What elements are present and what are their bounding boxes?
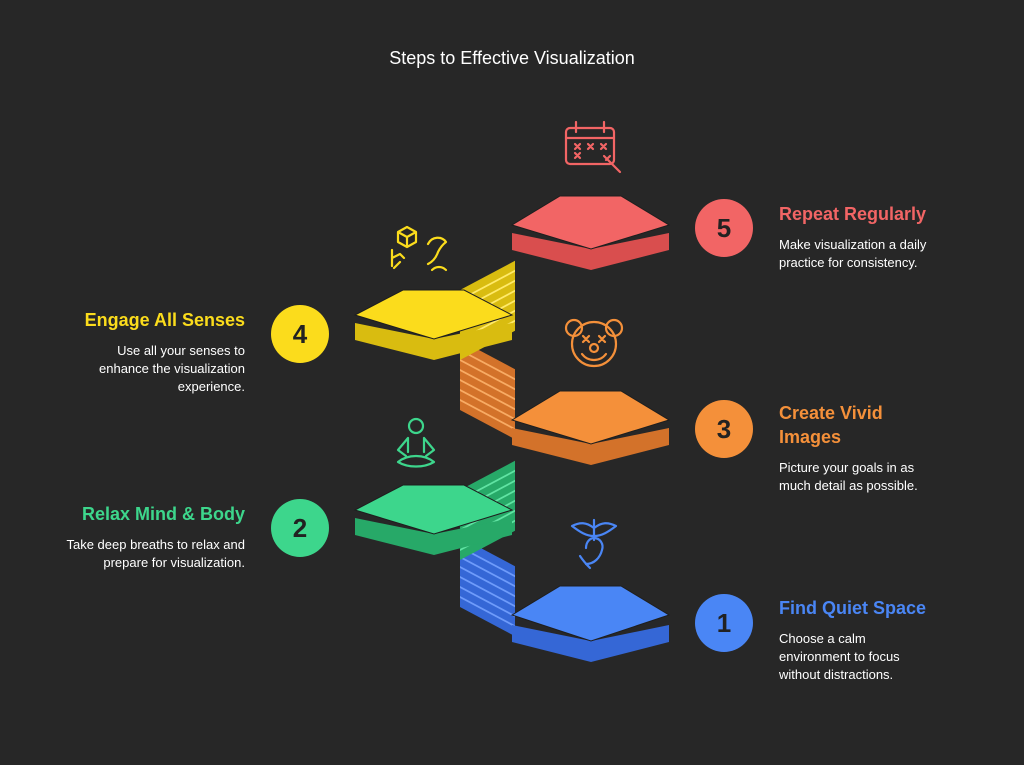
step-3-number: 3 — [716, 413, 732, 444]
step-4-title: Engage All Senses — [84, 310, 245, 330]
step-4-number: 4 — [292, 318, 308, 349]
step-3-badge: 3 — [695, 400, 753, 458]
platform-5 — [510, 195, 671, 270]
step-4-badge: 4 — [271, 305, 329, 363]
platform-2 — [353, 484, 514, 555]
step-1-number: 1 — [716, 607, 732, 638]
step-4-text: Engage All Senses Use all your senses to… — [45, 308, 245, 396]
step-2-description: Take deep breaths to relax and prepare f… — [66, 537, 245, 570]
step-2-text: Relax Mind & Body Take deep breaths to r… — [45, 502, 245, 572]
step-5-description: Make visualization a daily practice for … — [779, 237, 927, 270]
senses-icon — [390, 225, 448, 272]
step-5-text: Repeat Regularly Make visualization a da… — [779, 202, 979, 272]
step-1-badge: 1 — [695, 594, 753, 652]
stair-flight-1 — [460, 537, 515, 637]
calendar-icon — [564, 120, 622, 174]
step-1-text: Find Quiet Space Choose a calm environme… — [779, 596, 979, 684]
platform-3 — [510, 390, 671, 465]
page-title: Steps to Effective Visualization — [389, 48, 635, 68]
step-2-badge: 2 — [271, 499, 329, 557]
step-1-title: Find Quiet Space — [779, 598, 927, 618]
step-3-description: Picture your goals in as much detail as … — [779, 460, 918, 493]
step-3-text: Create Vivid Images Picture your goals i… — [779, 401, 979, 495]
meditation-icon — [396, 417, 436, 468]
step-4-description: Use all your senses to enhance the visua… — [99, 343, 245, 394]
platform-1 — [510, 585, 671, 662]
step-3-title: Create Vivid Images — [779, 403, 883, 447]
step-5-number: 5 — [716, 212, 732, 243]
silence-finger-icon — [570, 518, 618, 570]
step-2-title: Relax Mind & Body — [81, 504, 245, 524]
clown-face-icon — [564, 318, 624, 368]
step-5-badge: 5 — [695, 199, 753, 257]
step-5-title: Repeat Regularly — [779, 204, 927, 224]
platform-4 — [353, 289, 514, 360]
step-1-description: Choose a calm environment to focus witho… — [779, 631, 900, 682]
stair-flight-3 — [460, 340, 515, 440]
step-2-number: 2 — [292, 512, 308, 543]
